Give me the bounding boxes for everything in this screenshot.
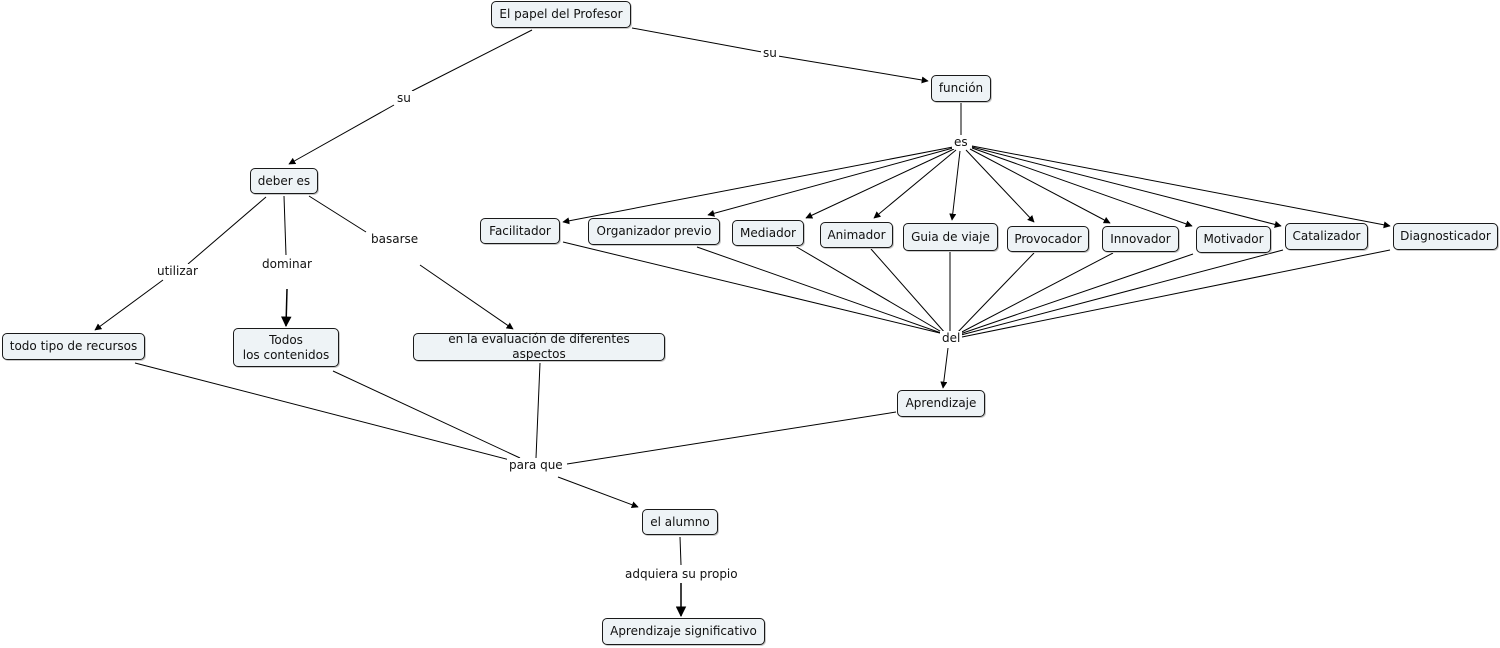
concept-en-la-evaluacion[interactable]: en la evaluación de diferentes aspectos: [413, 332, 665, 361]
edge-es-animador: [873, 149, 957, 219]
concept-el-alumno[interactable]: el alumno: [642, 509, 718, 535]
concept-todo-tipo-de-recursos[interactable]: todo tipo de recursos: [2, 333, 145, 360]
link-utilizar: utilizar: [155, 264, 200, 278]
edge-root-to-su-left: [411, 29, 533, 92]
edge-contenidos-paraque: [332, 370, 521, 459]
concept-todos-los-contenidos[interactable]: Todos los contenidos: [233, 328, 339, 367]
concept-guia-de-viaje[interactable]: Guia de viaje: [903, 223, 998, 251]
edge-paraque-alumno: [557, 476, 639, 509]
link-para-que: para que: [507, 458, 565, 472]
edge-del-aprendizaje: [940, 347, 949, 389]
concept-aprendizaje[interactable]: Aprendizaje: [897, 390, 985, 417]
edge-catalizador-del: [960, 249, 1284, 336]
edge-innovador-del: [957, 252, 1114, 335]
concept-motivador[interactable]: Motivador: [1196, 226, 1271, 253]
link-adquiera-su-propio: adquiera su propio: [623, 567, 740, 581]
edge-organizador-del: [696, 246, 945, 335]
concept-mediador[interactable]: Mediador: [732, 220, 804, 246]
edge-es-diagnosticador: [971, 145, 1391, 229]
edge-deber-basarse: [308, 195, 367, 233]
edge-aprendizaje-paraque: [566, 411, 897, 465]
edge-es-provocador: [965, 149, 1035, 223]
edge-motivador-del: [959, 253, 1194, 335]
edge-es-mediador: [805, 148, 955, 219]
concept-organizador-previo[interactable]: Organizador previo: [588, 218, 720, 245]
concept-aprendizaje-significativo[interactable]: Aprendizaje significativo: [602, 618, 765, 645]
edge-root-to-su-right: [631, 27, 763, 53]
edge-es-guia: [949, 150, 961, 221]
concept-provocador[interactable]: Provocador: [1007, 226, 1089, 252]
concept-catalizador[interactable]: Catalizador: [1285, 223, 1368, 250]
concept-deber-es[interactable]: deber es: [250, 168, 318, 194]
edge-deber-dominar: [283, 195, 287, 256]
link-es: es: [952, 135, 970, 149]
edge-es-motivador: [971, 147, 1193, 228]
edge-facilitador-del: [562, 241, 945, 335]
edge-provocador-del: [955, 252, 1035, 335]
edge-basarse-evaluacion: [419, 264, 514, 330]
edge-su-to-funcion: [777, 55, 929, 84]
edge-dominar-contenidos: [281, 288, 292, 328]
link-su-deber: su: [395, 91, 413, 105]
concept-innovador[interactable]: Innovador: [1102, 226, 1179, 252]
edge-utilizar-recursos: [94, 279, 164, 331]
link-dominar: dominar: [260, 257, 314, 271]
link-su-funcion: su: [761, 46, 779, 60]
concept-funcion[interactable]: función: [931, 75, 991, 102]
edge-su-to-deber: [288, 104, 395, 165]
edge-es-facilitador: [562, 146, 954, 225]
edge-alumno-adquiera: [679, 536, 682, 566]
link-basarse: basarse: [369, 232, 421, 246]
concept-diagnosticador[interactable]: Diagnosticador: [1393, 223, 1498, 250]
edge-diagnosticador-del: [961, 249, 1391, 338]
edge-recursos-paraque: [134, 362, 511, 461]
edge-es-catalizador: [971, 146, 1282, 228]
edge-deber-utilizar: [187, 196, 267, 265]
edge-mediador-del: [794, 245, 946, 335]
edge-animador-del: [870, 248, 947, 335]
edge-es-innovador: [969, 148, 1111, 224]
concept-animador[interactable]: Animador: [820, 222, 893, 248]
concept-facilitador[interactable]: Facilitador: [480, 218, 560, 244]
concept-el-papel-del-profesor[interactable]: El papel del Profesor: [491, 1, 631, 28]
edge-es-organizador: [707, 147, 954, 217]
edge-evaluacion-paraque: [535, 362, 541, 459]
link-del: del: [940, 331, 963, 345]
